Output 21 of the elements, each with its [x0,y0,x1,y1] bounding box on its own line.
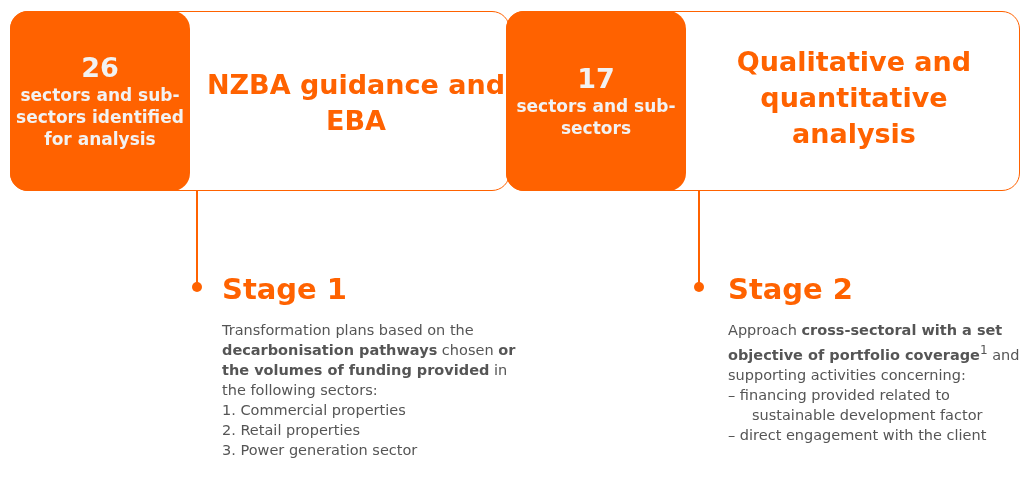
list-item: – financing provided related to sustainable development factor [728,385,984,425]
card-outline [10,11,510,191]
stage-description: Transformation plans based on the decarbonisation pathways chosen or the volumes of funding provided in the following sectors: [222,321,517,400]
count-caption: sectors and sub-sectors [515,95,677,139]
connector-line [192,190,202,292]
card-title: Qualitative and quantitative analysis [735,45,973,151]
stage-description: Approach cross-sectoral with a set objective of portfolio coverage$^{1}$ and supporting activities concerning: [728,321,1021,385]
list-item: – direct engagement with the client [728,425,988,445]
sector-count: 17 [577,63,615,95]
card-title: NZBA guidance and EBA [205,68,507,138]
list-item: 1. Commercial properties [222,401,407,420]
count-caption: sectors and sub-sectors identified for analysis [15,84,185,150]
stage-heading: Stage 1 [222,272,349,306]
sector-count: 26 [81,52,119,84]
card-outline [506,11,1020,191]
list-item: 2. Retail properties [222,421,362,440]
stage-heading: Stage 2 [728,272,855,306]
number-tile [10,11,190,191]
connector-line [694,190,704,292]
list-item: 3. Power generation sector [222,441,419,460]
number-tile [506,11,686,191]
